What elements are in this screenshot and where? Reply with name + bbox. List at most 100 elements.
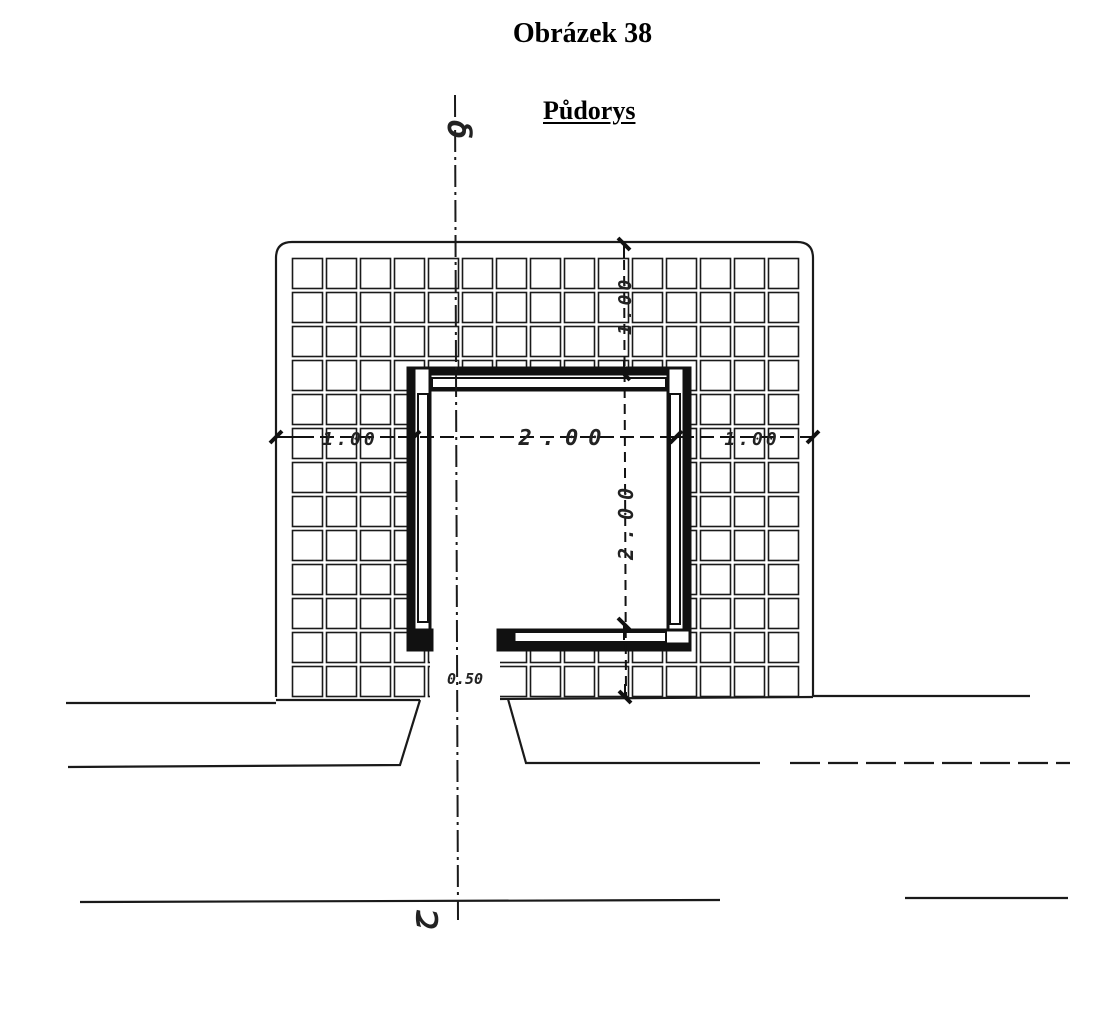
paving-tile — [699, 325, 732, 358]
paving-tile — [767, 529, 800, 562]
paving-tile — [291, 597, 324, 630]
door-gap — [430, 646, 500, 698]
paving-tile — [699, 563, 732, 596]
paving-tile — [325, 631, 358, 664]
paving-tile — [733, 529, 766, 562]
paving-tile — [291, 529, 324, 562]
paving-tile — [767, 257, 800, 290]
paving-tile — [699, 495, 732, 528]
paving-tile — [359, 631, 392, 664]
paving-tile — [733, 393, 766, 426]
paving-tile — [665, 291, 698, 324]
paving-tile — [359, 495, 392, 528]
paving-tile — [563, 291, 596, 324]
paving-tile — [665, 257, 698, 290]
paving-tile — [325, 359, 358, 392]
paving-tile — [291, 393, 324, 426]
paving-tile — [291, 631, 324, 664]
paving-tile — [461, 325, 494, 358]
paving-tile — [359, 291, 392, 324]
paving-tile — [495, 291, 528, 324]
paving-tile — [427, 257, 460, 290]
paving-tile — [325, 597, 358, 630]
paving-tile — [359, 461, 392, 494]
paving-tile — [733, 597, 766, 630]
paving-tile — [291, 427, 324, 460]
paving-tile — [529, 665, 562, 698]
paving-tile — [393, 291, 426, 324]
figure-subtitle: Půdorys — [543, 96, 636, 125]
paving-tile — [767, 563, 800, 596]
paving-tile — [699, 665, 732, 698]
paving-tile — [767, 631, 800, 664]
paving-tile — [699, 291, 732, 324]
dim-inner-depth: 2.00 — [614, 480, 638, 561]
paving-tile — [359, 597, 392, 630]
paving-tile — [767, 665, 800, 698]
paving-tile — [733, 631, 766, 664]
paving-outline — [274, 240, 815, 697]
paving-tile — [291, 359, 324, 392]
dim-top-paving: 1.00 — [615, 276, 636, 335]
paving-tile — [767, 597, 800, 630]
paving-tile — [495, 257, 528, 290]
paving-tile — [597, 325, 630, 358]
paving-tile — [597, 665, 630, 698]
paving-tile — [393, 665, 426, 698]
section-mark-bottom: ح — [400, 909, 439, 930]
paving-tile — [733, 291, 766, 324]
paving-tile — [359, 529, 392, 562]
paving-tile — [597, 291, 630, 324]
paving-tile — [325, 291, 358, 324]
section-mark-top: δ — [440, 120, 478, 139]
paving-tile — [563, 257, 596, 290]
paving-tile — [699, 257, 732, 290]
paving-tile — [495, 665, 528, 698]
paving-tile — [359, 359, 392, 392]
paving-tile — [325, 495, 358, 528]
paving-tile — [359, 427, 392, 460]
paving-tile — [733, 563, 766, 596]
paving-tile — [359, 665, 392, 698]
paving-tile — [359, 563, 392, 596]
paving-tile — [291, 257, 324, 290]
paving-tile — [325, 393, 358, 426]
paving-tile — [699, 597, 732, 630]
paving-tile — [563, 325, 596, 358]
paving-tile — [733, 427, 766, 460]
paving-tile — [699, 529, 732, 562]
paving-tile — [767, 427, 800, 460]
paving-tile — [699, 631, 732, 664]
paving-tile — [291, 495, 324, 528]
paving-tile — [699, 461, 732, 494]
paving-tile — [733, 359, 766, 392]
dim-door: 0.50 — [447, 670, 483, 688]
paving-tile — [733, 325, 766, 358]
paving-tile — [325, 257, 358, 290]
road-lines — [66, 694, 1070, 904]
paving-tile — [325, 461, 358, 494]
paving-tile — [325, 325, 358, 358]
paving-tile — [495, 325, 528, 358]
paving-tile — [325, 427, 358, 460]
paving-tile — [767, 461, 800, 494]
paving-tile — [325, 529, 358, 562]
dimension-vertical — [616, 236, 633, 705]
dim-left-paving: 1.00 — [322, 429, 377, 450]
paving-tile — [291, 325, 324, 358]
figure-title: Obrázek 38 — [512, 18, 653, 49]
paving-tile — [631, 665, 664, 698]
paving-tile — [529, 325, 562, 358]
paving-tile — [427, 325, 460, 358]
paving-tile — [699, 393, 732, 426]
paving-tile — [733, 495, 766, 528]
paving-tile — [767, 291, 800, 324]
paving-tile — [563, 665, 596, 698]
paving-tile — [733, 257, 766, 290]
paving-tile — [767, 325, 800, 358]
paving-tile — [631, 325, 664, 358]
paving-tile — [393, 325, 426, 358]
section-axis — [454, 94, 459, 921]
paving-tile — [631, 291, 664, 324]
paving-tile — [359, 325, 392, 358]
